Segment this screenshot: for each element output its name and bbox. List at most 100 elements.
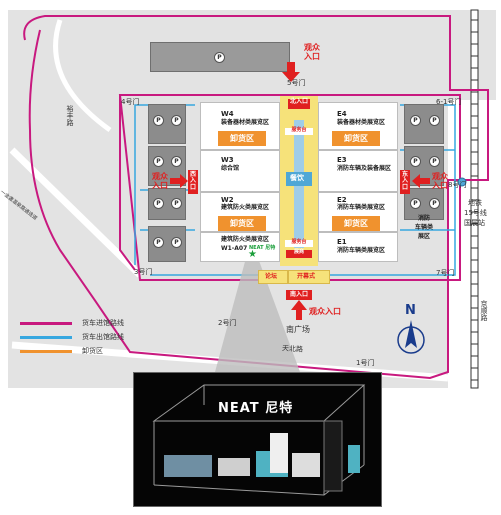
parking-icon: P <box>171 115 182 126</box>
legend-truck-in-label: 货车进馆路线 <box>82 319 124 327</box>
hall-w4-name: W4 <box>221 110 234 118</box>
hall-w1-desc: 建筑防火类展览区 <box>221 236 270 243</box>
metro-line1: 地铁 <box>468 199 482 207</box>
booth-photo: NEAT 尼特 <box>133 372 382 507</box>
legend-unload-label: 卸货区 <box>82 347 103 355</box>
parking-icon: P <box>429 156 440 167</box>
road-jingshun: 京顺路 <box>480 300 488 321</box>
top-entrance-label: 观众 入口 <box>300 43 324 61</box>
parking-icon: P <box>153 115 164 126</box>
gate-3: 3号门 <box>134 268 153 276</box>
parking-icon: P <box>410 198 421 209</box>
metro-line2: 15号线 <box>464 209 487 217</box>
forum-label: 论坛 <box>265 273 278 280</box>
right-entrance-arrow-icon <box>412 174 430 188</box>
legend-truck-in-swatch <box>20 322 72 325</box>
top-entrance-arrow-icon <box>282 62 300 82</box>
unload-zone-e4: 卸货区 <box>332 131 380 146</box>
info-desk-tag: 服务台 <box>285 239 313 247</box>
hall-e1-desc: 消防车辆类展览区 <box>337 247 386 254</box>
bottom-entrance-label: 观众入口 <box>309 307 341 316</box>
hall-w2-name: W2 <box>221 196 234 204</box>
hall-w3-name: W3 <box>221 156 234 164</box>
dining-label: 餐饮 <box>290 174 304 182</box>
east-entrance-tag: 东入口 <box>400 170 410 194</box>
hall-w3-desc: 综合馆 <box>221 165 240 172</box>
booth-render-svg <box>134 373 381 506</box>
compass-icon <box>397 320 425 354</box>
railway <box>470 9 479 389</box>
gate-1: 1号门 <box>356 359 375 367</box>
hall-w1: 建筑防火类展览区 W1-A07 NEAT 尼特 <box>200 232 280 262</box>
hall-e3: E3 消防车辆及装备展区 <box>318 150 398 192</box>
compass-north-label: N <box>405 303 416 318</box>
legend-unload-swatch <box>20 350 72 353</box>
unload-zone-w2: 卸货区 <box>218 216 266 231</box>
hall-e1: E1 消防车辆类展览区 <box>318 232 398 262</box>
truck-in-inner-loop <box>118 94 461 281</box>
metro-line3: 国展站 <box>464 219 485 227</box>
info-desk-tag: 服务台 <box>285 127 313 135</box>
parking-icon: P <box>153 198 164 209</box>
parking-icon: P <box>429 115 440 126</box>
east-entrance-label: 东入口 <box>402 171 409 191</box>
road-north-curve <box>53 19 112 133</box>
west-entrance-label: 西入口 <box>190 171 197 191</box>
parking-icon: P <box>153 237 164 248</box>
bottom-entrance-arrow-icon <box>291 300 307 320</box>
unload-zone-e2: 卸货区 <box>332 216 380 231</box>
photo-callout <box>215 258 300 372</box>
gate-5: 5号门 <box>287 79 306 87</box>
truck-in-west-branch <box>119 95 136 271</box>
opening-label: 开幕式 <box>297 273 316 280</box>
top-entrance-line1: 观众 <box>304 43 320 52</box>
hall-e2-name: E2 <box>337 196 347 204</box>
parking-icon: P <box>410 156 421 167</box>
south-plaza-label: 南广场 <box>286 325 310 334</box>
unload-zone-w4: 卸货区 <box>218 131 266 146</box>
hall-e3-desc: 消防车辆及装备展区 <box>337 165 392 172</box>
parking-icon: P <box>171 156 182 167</box>
legend-truck-out-swatch <box>20 336 72 339</box>
left-entrance-line2: 入口 <box>152 181 168 191</box>
right-entrance-label: 观众 入口 <box>430 172 450 190</box>
gate-7: 7号门 <box>436 269 455 277</box>
left-entrance-arrow-icon <box>170 174 188 188</box>
hall-w1-brand: NEAT 尼特 <box>249 245 276 251</box>
fire-hall-line1: 消防 <box>418 215 431 222</box>
parking-icon: P <box>153 156 164 167</box>
parking-icon: P <box>171 237 182 248</box>
left-entrance-line1: 观众 <box>152 172 168 181</box>
hall-w2-desc: 建筑防火类展览区 <box>221 204 270 211</box>
hall-e3-name: E3 <box>337 156 347 164</box>
right-entrance-line2: 入口 <box>432 181 448 191</box>
metro-marker <box>457 177 467 187</box>
parking-icon: P <box>171 198 182 209</box>
parking-icon: P <box>429 198 440 209</box>
gate-4: 4号门 <box>121 98 140 106</box>
hall-w3: W3 综合馆 <box>200 150 280 192</box>
north-entrance-tag: 北入口 <box>288 98 310 109</box>
fire-hall-line2: 车辆类 <box>415 224 434 231</box>
parking-icon: P <box>410 115 421 126</box>
hall-e4-name: E4 <box>337 110 347 118</box>
parking-icon: P <box>214 52 225 63</box>
hall-e1-name: E1 <box>337 238 347 246</box>
top-entrance-line2: 入口 <box>304 52 320 62</box>
road-tianbei: 天北路 <box>281 344 304 354</box>
forum-block: 论坛 <box>258 270 288 284</box>
left-entrance-label: 观众 入口 <box>150 172 170 190</box>
gate-6: 6-1号门 <box>436 98 462 106</box>
exhibitor-tag: 展商 <box>286 249 312 258</box>
right-entrance-line1: 观众 <box>432 172 448 181</box>
fire-hall-line3: 展区 <box>418 233 431 240</box>
neat-booth-star-icon: ★ <box>248 249 257 260</box>
legend-truck-out-label: 货车出馆路线 <box>82 333 124 341</box>
hall-w1-booth: W1-A07 <box>221 245 248 252</box>
hall-w4-desc: 装备器材类展览区 <box>221 119 270 126</box>
truck-in-route <box>23 15 489 380</box>
south-entrance-tag: 南入口 <box>286 290 312 300</box>
road-yuhui: 裕丰路 <box>66 105 74 126</box>
gate-2: 2号门 <box>218 319 237 327</box>
west-entrance-tag: 西入口 <box>188 170 198 194</box>
